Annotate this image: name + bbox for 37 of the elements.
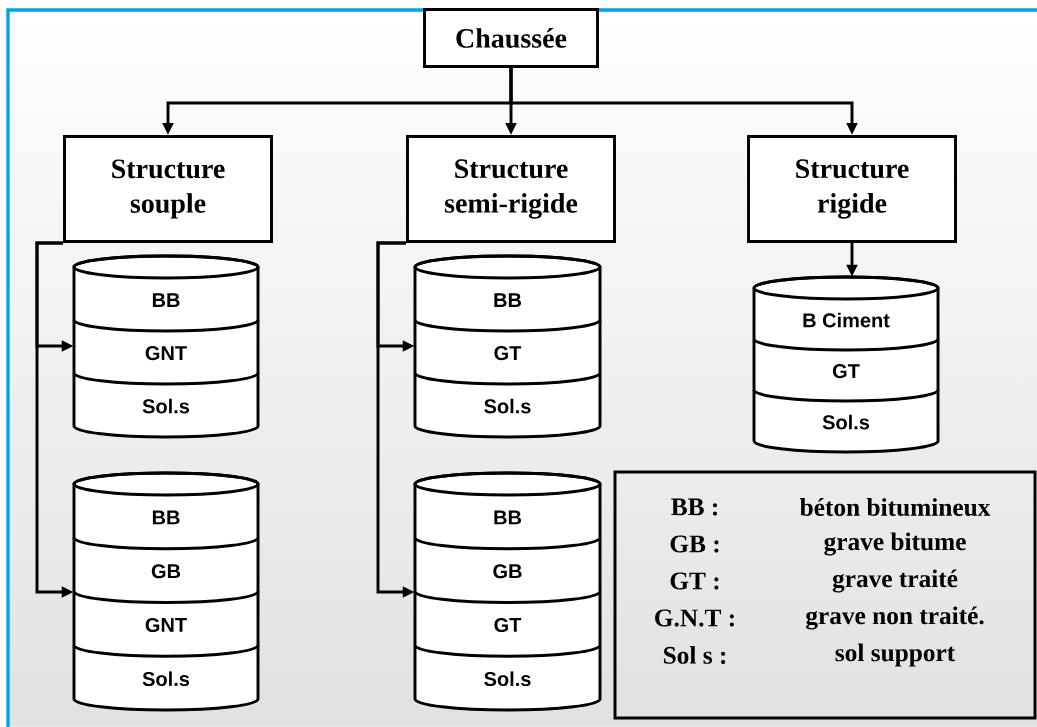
- category-box: Structure souple: [63, 135, 273, 243]
- abbreviation: GB :: [670, 535, 719, 553]
- layer-label: Sol.s: [484, 671, 531, 687]
- abbreviation: BB :: [671, 498, 718, 516]
- layer-label: B Ciment: [803, 312, 890, 328]
- definition: grave bitume: [824, 532, 966, 556]
- layer-label: Sol.s: [142, 671, 190, 687]
- layer-cylinder: [413, 471, 602, 712]
- category-box: Structure rigide: [747, 135, 957, 243]
- layer-cylinder: [72, 254, 260, 439]
- layer-label: GT: [832, 364, 860, 379]
- abbreviation: GT :: [670, 572, 719, 590]
- layer-label: GT: [494, 346, 522, 361]
- layer-label: GT: [494, 617, 522, 633]
- definition: sol support: [835, 643, 956, 667]
- layer-label: Sol.s: [142, 398, 190, 414]
- layer-cylinder: [752, 275, 940, 454]
- abbreviation: Sol s :: [663, 646, 726, 664]
- layer-label: GB: [151, 564, 181, 579]
- layer-label: BB: [494, 293, 522, 307]
- definition: grave non traité.: [806, 606, 984, 630]
- layer-label: GNT: [145, 346, 187, 361]
- layer-label: BB: [152, 510, 180, 525]
- definition: béton bitumineux: [799, 498, 991, 516]
- layer-cylinder: [413, 254, 602, 439]
- definition: grave traité: [832, 569, 958, 593]
- layer-label: Sol.s: [822, 414, 870, 430]
- layer-cylinder: [72, 471, 260, 712]
- key-box: [613, 470, 1037, 720]
- category-box: Chaussée: [423, 8, 599, 68]
- layer-label: BB: [152, 293, 180, 307]
- category-box: Structure semi-rigide: [406, 135, 616, 243]
- layer-label: BB: [494, 510, 522, 525]
- layer-label: GNT: [145, 617, 187, 633]
- layer-label: GB: [493, 564, 522, 579]
- abbreviation: G.N.T :: [655, 609, 734, 627]
- layer-label: Sol.s: [484, 398, 531, 414]
